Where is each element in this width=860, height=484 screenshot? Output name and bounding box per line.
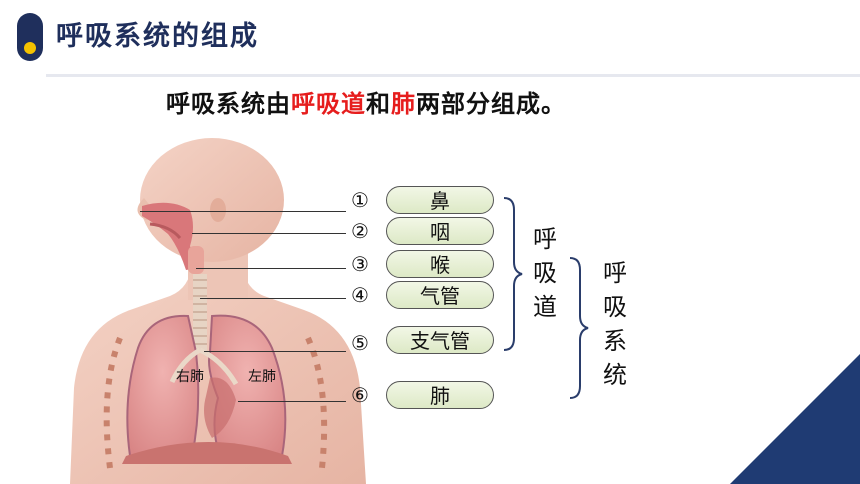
- leader-line-nose: [140, 211, 346, 212]
- subtitle-part-3: 和: [366, 90, 391, 118]
- subtitle-highlight-lung: 肺: [391, 90, 416, 118]
- system-brace: [569, 257, 589, 399]
- subtitle-part-1: 呼吸系统由: [166, 90, 291, 118]
- marker-2: ②: [351, 219, 369, 243]
- label-trachea: 气管: [386, 281, 494, 309]
- header-divider: [46, 74, 860, 77]
- leader-line-trachea: [200, 298, 346, 299]
- label-pharynx: 咽: [386, 217, 494, 245]
- decorative-corner-triangle: [730, 354, 860, 484]
- label-bronchus: 支气管: [386, 326, 494, 354]
- airway-group-label: 呼吸道: [533, 225, 557, 321]
- subtitle-sentence: 呼吸系统由呼吸道和肺两部分组成。: [166, 88, 566, 120]
- leader-line-larynx: [196, 268, 346, 269]
- subtitle-part-5: 两部分组成。: [416, 90, 566, 118]
- respiratory-anatomy-illustration: [70, 138, 366, 484]
- left-lung-label: 左肺: [248, 369, 276, 385]
- system-group-label: 呼吸系统: [603, 259, 627, 389]
- header-bar: 呼吸系统的组成: [0, 0, 860, 78]
- right-lung-label: 右肺: [176, 369, 204, 385]
- label-larynx: 喉: [386, 250, 494, 278]
- page-title: 呼吸系统的组成: [56, 21, 259, 52]
- header-accent-icon: [17, 13, 43, 61]
- marker-4: ④: [351, 283, 369, 307]
- marker-1: ①: [351, 188, 369, 212]
- marker-5: ⑤: [351, 331, 369, 355]
- airway-brace: [503, 197, 523, 351]
- subtitle-highlight-airway: 呼吸道: [291, 90, 366, 118]
- label-nose: 鼻: [386, 186, 494, 214]
- leader-line-pharynx: [192, 233, 346, 234]
- leader-line-lung: [238, 401, 346, 402]
- leader-line-bronchus: [204, 351, 346, 352]
- marker-3: ③: [351, 252, 369, 276]
- label-lung: 肺: [386, 381, 494, 409]
- marker-6: ⑥: [351, 383, 369, 407]
